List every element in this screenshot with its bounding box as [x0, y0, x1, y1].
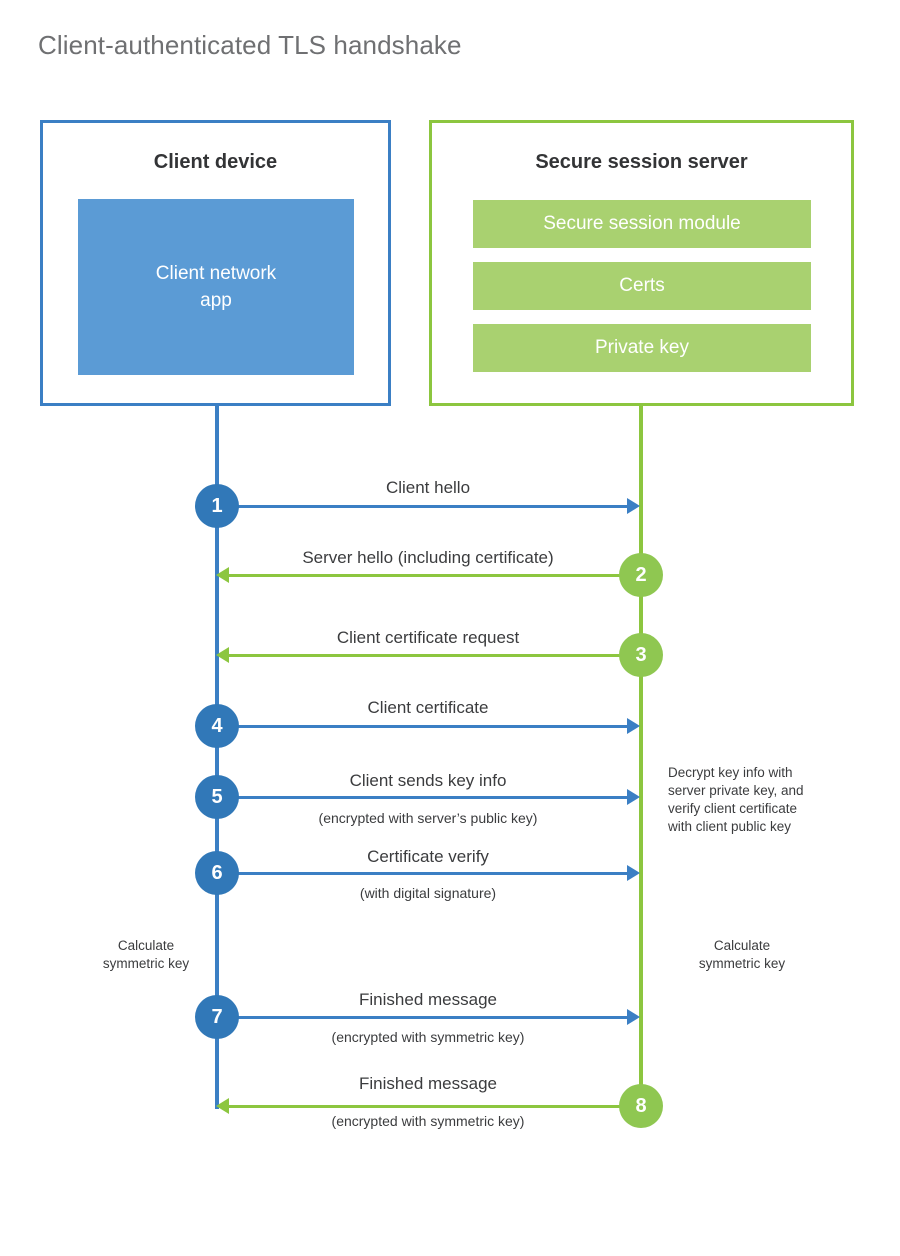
- step-8-label: Finished message: [359, 1074, 497, 1093]
- step-6-label: Certificate verify: [367, 847, 489, 866]
- step-5-marker[interactable]: 5: [195, 775, 239, 819]
- client-network-app-label-line2: app: [200, 290, 232, 311]
- step-5-sublabel: (encrypted with server’s public key): [318, 810, 538, 826]
- client-calculate-symmetric-key-note: Calculate symmetric key: [76, 937, 216, 973]
- step-3-marker[interactable]: 3: [619, 633, 663, 677]
- step-1-label: Client hello: [385, 478, 471, 497]
- step-7-arrowhead: [627, 1009, 640, 1025]
- server-decrypt-verify-note: Decrypt key info with server private key…: [668, 764, 844, 836]
- server-block-label: Secure session module: [543, 213, 741, 234]
- step-4-label: Client certificate: [367, 698, 489, 717]
- server-block-certs: Certs: [473, 262, 811, 310]
- server-lifeline: [639, 406, 643, 1106]
- step-6-marker[interactable]: 6: [195, 851, 239, 895]
- step-3-arrow-line: [228, 654, 640, 657]
- step-1-arrow-line: [217, 505, 629, 508]
- client-device-box: Client device Client network app: [40, 120, 391, 406]
- step-2-label: Server hello (including certificate): [302, 548, 554, 567]
- step-5-arrow-line: [217, 796, 629, 799]
- server-block-private-key: Private key: [473, 324, 811, 372]
- step-2-marker[interactable]: 2: [619, 553, 663, 597]
- step-5-label: Client sends key info: [349, 771, 507, 790]
- server-calculate-symmetric-key-note: Calculate symmetric key: [672, 937, 812, 973]
- client-calc-note-line1: Calculate: [117, 938, 175, 953]
- step-8-marker[interactable]: 8: [619, 1084, 663, 1128]
- client-calc-note-line2: symmetric key: [102, 956, 190, 971]
- client-network-app-block: Client network app: [78, 199, 354, 375]
- step-1-marker[interactable]: 1: [195, 484, 239, 528]
- step-8-sublabel: (encrypted with symmetric key): [331, 1113, 525, 1129]
- step-6-arrow-line: [217, 872, 629, 875]
- server-block-secure-session-module: Secure session module: [473, 200, 811, 248]
- step-8-arrow-line: [228, 1105, 640, 1108]
- client-network-app-label-line1: Client network: [155, 263, 277, 284]
- secure-session-server-box: Secure session server Secure session mod…: [429, 120, 854, 406]
- server-calc-note-line2: symmetric key: [698, 956, 786, 971]
- step-7-marker[interactable]: 7: [195, 995, 239, 1039]
- server-decrypt-note-line3: verify client certificate: [668, 801, 798, 816]
- step-3-label: Client certificate request: [336, 628, 520, 647]
- page-title: Client-authenticated TLS handshake: [38, 30, 462, 60]
- step-5-arrowhead: [627, 789, 640, 805]
- step-4-marker[interactable]: 4: [195, 704, 239, 748]
- step-6-sublabel: (with digital signature): [359, 885, 497, 901]
- server-decrypt-note-line4: with client public key: [668, 819, 792, 834]
- step-4-arrowhead: [627, 718, 640, 734]
- step-3-arrowhead: [216, 647, 229, 663]
- step-7-arrow-line: [217, 1016, 629, 1019]
- step-2-arrow-line: [228, 574, 640, 577]
- secure-session-server-title: Secure session server: [535, 151, 748, 173]
- step-6-arrowhead: [627, 865, 640, 881]
- client-lifeline: [215, 406, 219, 1109]
- server-decrypt-note-line1: Decrypt key info with: [668, 765, 793, 780]
- server-calc-note-line1: Calculate: [713, 938, 771, 953]
- step-4-arrow-line: [217, 725, 629, 728]
- step-2-arrowhead: [216, 567, 229, 583]
- server-decrypt-note-line2: server private key, and: [668, 783, 804, 798]
- client-device-title: Client device: [153, 151, 278, 173]
- step-7-sublabel: (encrypted with symmetric key): [331, 1029, 525, 1045]
- step-8-arrowhead: [216, 1098, 229, 1114]
- server-block-label: Certs: [619, 275, 665, 296]
- step-1-arrowhead: [627, 498, 640, 514]
- client-network-app-label: Client network app: [156, 260, 276, 314]
- step-7-label: Finished message: [359, 990, 497, 1009]
- server-block-label: Private key: [595, 337, 689, 358]
